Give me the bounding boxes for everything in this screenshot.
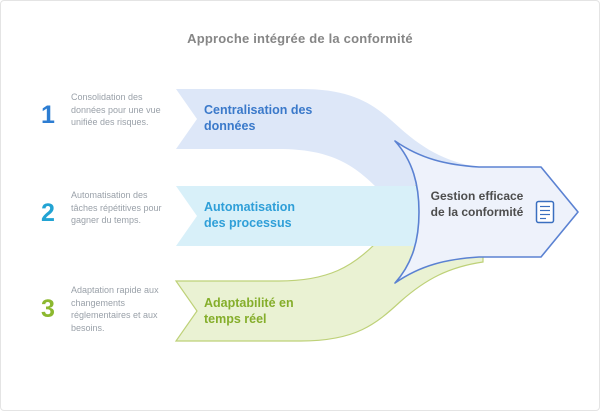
step-2-number: 2 xyxy=(41,199,55,227)
page-title: Approche intégrée de la conformité xyxy=(187,31,413,46)
step-1-description: Consolidation des données pour une vue u… xyxy=(71,92,161,128)
step-1-number: 1 xyxy=(41,101,55,129)
step-2-band xyxy=(176,186,483,246)
step-3-arrow-label: Adaptabilité en temps réel xyxy=(204,296,294,327)
result-label: Gestion efficace de la conformité xyxy=(430,189,524,219)
step-1-arrow-label: Centralisation des données xyxy=(204,103,313,134)
step-2-description: Automatisation des tâches répétitives po… xyxy=(71,190,162,226)
step-2-arrow-label: Automatisation des processus xyxy=(204,200,295,231)
step-3-description: Adaptation rapide aux changements réglem… xyxy=(71,285,159,333)
document-icon xyxy=(535,200,555,224)
result-arrow xyxy=(394,140,579,284)
step-3-number: 3 xyxy=(41,295,55,323)
